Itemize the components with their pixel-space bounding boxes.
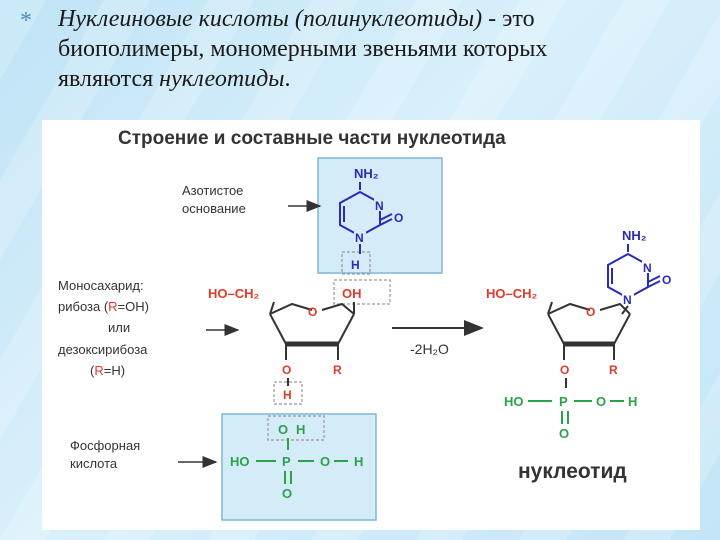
phosphate-structure-right: HO P O H O — [504, 394, 637, 441]
acid-box — [221, 413, 377, 521]
intro-line-3-plain: являются — [58, 66, 160, 92]
acid-structure-left: O H HO P O H O — [230, 422, 363, 501]
svg-text:H: H — [628, 394, 637, 409]
svg-text:O: O — [282, 486, 292, 501]
svg-text:NH₂: NH₂ — [354, 166, 379, 181]
term-nucleic-acids: Нуклеиновые кислоты (полинуклеотиды) — [58, 6, 483, 32]
svg-text:HO: HO — [504, 394, 524, 409]
label-base-1: Азотистое — [182, 183, 243, 198]
intro-line-3-end: . — [284, 66, 291, 92]
bullet-star-icon: * — [20, 8, 32, 34]
sugar-structure-left: HO–CH₂ OH O O R H — [208, 286, 362, 402]
svg-text:N: N — [643, 261, 652, 275]
svg-text:HO: HO — [230, 454, 250, 469]
svg-text:O: O — [282, 363, 291, 377]
intro-line-2: биополимеры, мономерными звеньями которы… — [58, 36, 548, 62]
svg-text:O: O — [560, 363, 569, 377]
svg-text:O: O — [559, 426, 569, 441]
label-sugar-5: (R=H) — [90, 363, 125, 378]
svg-text:H: H — [296, 422, 305, 437]
label-acid-1: Фосфорная — [70, 438, 140, 453]
svg-text:N: N — [623, 293, 632, 307]
svg-text:O: O — [596, 394, 606, 409]
label-sugar-1: Моносахарид: — [58, 278, 144, 293]
intro-line-1: Нуклеиновые кислоты (полинуклеотиды) - э… — [58, 4, 535, 34]
svg-text:O: O — [320, 454, 330, 469]
label-base-2: основание — [182, 201, 246, 216]
result-label: нуклеотид — [518, 460, 627, 483]
svg-text:H: H — [354, 454, 363, 469]
intro-line-3: являются нуклеотиды. — [58, 64, 291, 94]
intro-line-1-rest: - это — [482, 6, 535, 32]
svg-text:P: P — [282, 454, 291, 469]
svg-text:O: O — [278, 422, 288, 437]
svg-text:N: N — [375, 199, 384, 213]
oh-dashed-box-sugar — [333, 279, 391, 305]
label-sugar-2: рибоза (R=OH) — [58, 299, 149, 314]
oh-dashed-box-acid — [267, 415, 325, 441]
svg-text:P: P — [559, 394, 568, 409]
diagram-title: Строение и составные части нуклеотида — [118, 128, 506, 149]
svg-text:O: O — [586, 305, 595, 319]
sugar-structure-right: HO–CH₂ O O R — [486, 286, 631, 388]
label-sugar-4: дезоксирибоза — [58, 342, 148, 357]
svg-text:O: O — [662, 273, 671, 287]
label-sugar-3: или — [108, 320, 130, 335]
reaction-label: -2H₂O — [410, 341, 449, 357]
base-structure-left: NH₂ N N O H — [339, 166, 403, 272]
base-structure-right: NH₂ N N O — [607, 228, 671, 307]
diagram-panel: Строение и составные части нуклеотида Аз… — [42, 120, 700, 530]
svg-text:R: R — [333, 363, 342, 377]
svg-text:N: N — [355, 231, 364, 245]
svg-text:HO–CH₂: HO–CH₂ — [486, 286, 538, 301]
svg-text:NH₂: NH₂ — [622, 228, 647, 243]
svg-text:HO–CH₂: HO–CH₂ — [208, 286, 260, 301]
svg-text:H: H — [351, 258, 360, 272]
svg-text:O: O — [308, 305, 317, 319]
svg-text:O: O — [394, 211, 403, 225]
nucleotide-diagram: Строение и составные части нуклеотида Аз… — [58, 128, 671, 521]
svg-text:R: R — [609, 363, 618, 377]
svg-text:H: H — [283, 388, 292, 402]
term-nucleotides: нуклеотиды — [159, 66, 285, 92]
label-acid-2: кислота — [70, 456, 118, 471]
svg-text:OH: OH — [342, 286, 362, 301]
